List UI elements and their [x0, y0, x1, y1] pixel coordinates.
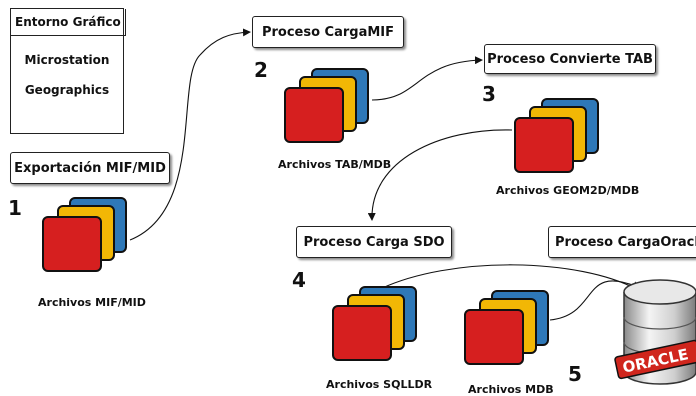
arrow-tab-to-convierte: [371, 56, 483, 101]
caption-sqlldr: Archivos SQLLDR: [326, 378, 433, 391]
stack-red-layer: [42, 216, 102, 272]
caption-mif-mid: Archivos MIF/MID: [38, 296, 146, 309]
arrow-geom-to-cargasdo: [367, 129, 513, 221]
oracle-database-icon: ORACLE: [614, 279, 696, 385]
step-number-5: 5: [568, 362, 582, 386]
file-stack-tab-mdb-icon: [284, 68, 369, 143]
step-convierte-tab-box: Proceso Convierte TAB: [484, 44, 656, 74]
step-carga-sdo-box: Proceso Carga SDO: [296, 226, 452, 258]
arrow-sqlldr-to-oracle: [377, 264, 639, 291]
caption-geom2d: Archivos GEOM2D/MDB: [496, 184, 640, 197]
arrow-mdb-to-oracle: [549, 280, 641, 321]
arrow-mif-to-cargamif: [129, 28, 251, 241]
step-number-3: 3: [482, 82, 496, 106]
caption-tab-mdb: Archivos TAB/MDB: [278, 158, 392, 171]
step-cargamif-box: Proceso CargaMIF: [252, 16, 404, 48]
legend-item-microstation: Microstation: [24, 53, 110, 67]
legend-title: Entorno Gráfico: [11, 9, 126, 36]
step-number-1: 1: [8, 196, 22, 220]
step-number-2: 2: [254, 58, 268, 82]
file-stack-sqlldr-icon: [332, 286, 417, 361]
step-number-4: 4: [292, 268, 306, 292]
step-export-box: Exportación MIF/MID: [10, 152, 170, 184]
file-stack-mdb-icon: [464, 290, 549, 365]
file-stack-mif-mid-icon: [42, 197, 127, 272]
file-stack-geom2d-icon: [514, 98, 599, 173]
caption-mdb: Archivos MDB: [468, 383, 554, 396]
legend-box: Entorno Gráfico Microstation Geographics: [10, 8, 126, 134]
step-carga-oracle-box: Proceso CargaOracle: [548, 226, 696, 258]
legend-item-geographics: Geographics: [24, 83, 110, 97]
